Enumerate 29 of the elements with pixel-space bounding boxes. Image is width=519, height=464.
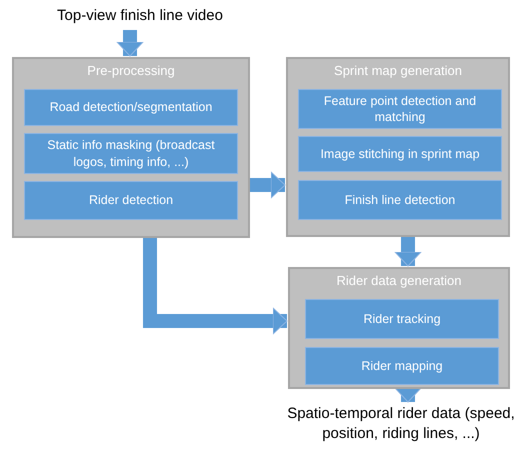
box-label: Image stitching in sprint map	[320, 146, 480, 162]
group-title: Pre-processing	[86, 63, 176, 78]
process-box	[298, 180, 502, 220]
block-arrow	[143, 238, 288, 334]
process-box	[24, 89, 238, 126]
group-title: Sprint map generation	[333, 63, 463, 78]
group-title: Rider data generation	[335, 273, 463, 288]
box-label: Static info masking (broadcast logos, timing info, ...)	[46, 137, 216, 170]
block-arrow	[250, 172, 286, 198]
block-arrow	[394, 388, 422, 402]
process-box	[298, 89, 502, 129]
box-label: Rider mapping	[361, 358, 443, 374]
group-box	[12, 57, 250, 238]
group-box	[288, 267, 510, 389]
box-label: Road detection/segmentation	[50, 99, 212, 116]
process-box	[24, 181, 238, 220]
box-label: Rider detection	[88, 192, 174, 209]
caption-text: Spatio-temporal rider data (speed, position, riding lines, ...)	[284, 404, 518, 444]
process-box	[24, 133, 238, 174]
box-label: Rider tracking	[363, 310, 441, 328]
block-arrow	[116, 30, 144, 56]
caption-text: Top-view finish line video	[35, 6, 245, 30]
group-box	[286, 57, 510, 237]
process-box	[298, 136, 502, 172]
process-box	[305, 347, 499, 385]
box-label: Finish line detection	[344, 192, 456, 208]
process-box	[305, 299, 499, 339]
box-label: Feature point detection and matching	[322, 92, 478, 126]
block-arrow	[394, 237, 422, 266]
